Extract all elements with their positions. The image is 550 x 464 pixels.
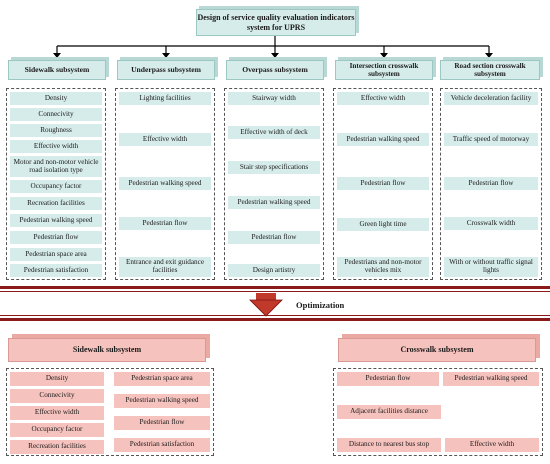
indicator-item: Pedestrian flow xyxy=(10,231,102,244)
indicator-item: Lighting facilities xyxy=(119,92,211,105)
indicator-item: Pedestrian walking speed xyxy=(337,133,429,146)
indicator-item: Pedestrian walking speed xyxy=(228,196,320,209)
optimized-indicator-item: Effective width xyxy=(10,406,104,420)
indicator-item: Occupancy factor xyxy=(10,180,102,193)
optimized-sidewalk-header: Sidewalk subsystem xyxy=(8,338,206,362)
optimized-indicator-item: Pedestrian satisfaction xyxy=(114,438,210,452)
indicator-item: Crosswalk width xyxy=(444,217,538,230)
indicator-item: Design artistry xyxy=(228,264,320,277)
indicator-item: Effective width xyxy=(119,133,211,146)
indicator-item: Effective width xyxy=(337,92,429,105)
indicator-item: Pedestrian satisfaction xyxy=(10,264,102,277)
indicator-item: Pedestrian walking speed xyxy=(10,214,102,227)
optimized-sidewalk-frame xyxy=(6,368,214,456)
optimized-indicator-item: Distance to nearest bus stop xyxy=(337,438,441,452)
overpass-items-frame xyxy=(224,88,324,280)
subsystem-header-overpass: Overpass subsystem xyxy=(226,60,324,80)
optimized-indicator-item: Recreation facilities xyxy=(10,440,104,454)
indicator-item: Stairway width xyxy=(228,92,320,105)
indicator-item: Pedestrian flow xyxy=(337,177,429,190)
optimized-indicator-item: Adjacent facilities distance xyxy=(337,405,441,419)
indicator-item: Effective width of deck xyxy=(228,126,320,139)
indicator-item: Connecivity xyxy=(10,108,102,121)
road-section-items-frame xyxy=(440,88,542,280)
optimized-indicator-item: Connecivity xyxy=(10,389,104,403)
indicator-item: Traffic speed of motorway xyxy=(444,133,538,146)
optimized-indicator-item: Pedestrian flow xyxy=(114,416,210,430)
indicator-item: Roughness xyxy=(10,124,102,137)
indicator-item: Stair step specifications xyxy=(228,161,320,174)
optimized-crosswalk-frame xyxy=(333,368,543,456)
upper-separator-band xyxy=(0,286,550,289)
sidewalk-items-frame xyxy=(6,88,106,280)
optimized-indicator-item: Occupancy factor xyxy=(10,423,104,437)
indicator-item: Pedestrian flow xyxy=(228,231,320,244)
optimized-indicator-item: Pedestrian walking speed xyxy=(443,372,539,386)
optimized-indicator-item: Density xyxy=(10,372,104,386)
indicator-item: With or without traffic signal lights xyxy=(444,257,538,277)
indicator-item: Recreation facilities xyxy=(10,197,102,210)
upper-separator-band-thin xyxy=(0,291,550,292)
indicator-item: Pedestrian walking speed xyxy=(119,177,211,190)
indicator-item: Pedestrian flow xyxy=(444,177,538,190)
subsystem-header-underpass: Underpass subsystem xyxy=(117,60,215,80)
underpass-items-frame xyxy=(115,88,215,280)
indicator-item: Pedestrian space area xyxy=(10,248,102,261)
indicator-item: Density xyxy=(10,92,102,105)
lower-separator-band xyxy=(0,318,550,321)
subsystem-header-sidewalk: Sidewalk subsystem xyxy=(8,60,106,80)
optimized-indicator-item: Effective width xyxy=(445,438,539,452)
lower-separator-band-thin xyxy=(0,315,550,316)
title-text: Design of service quality evaluation ind… xyxy=(197,13,355,32)
subsystem-header-road-section: Road section crosswalk subsystem xyxy=(440,60,540,80)
indicator-item: Effective width xyxy=(10,140,102,153)
optimized-indicator-item: Pedestrian walking speed xyxy=(114,394,210,408)
title-box: Design of service quality evaluation ind… xyxy=(196,9,356,36)
optimized-crosswalk-header: Crosswalk subsystem xyxy=(338,338,536,362)
indicator-item: Motor and non-motor vehicle road isolati… xyxy=(10,156,102,177)
indicator-item: Pedestrians and non-motor vehicles mix xyxy=(337,257,429,277)
indicator-item: Entrance and exit guidance facilities xyxy=(119,257,211,277)
optimized-indicator-item: Pedestrian space area xyxy=(114,372,210,386)
indicator-item: Green light time xyxy=(337,218,429,231)
intersection-items-frame xyxy=(333,88,433,280)
indicator-item: Pedestrian flow xyxy=(119,217,211,230)
subsystem-header-intersection: Intersection crosswalk subsystem xyxy=(335,60,433,80)
optimization-label: Optimization xyxy=(296,300,345,310)
optimized-indicator-item: Pedestrian flow xyxy=(337,372,439,386)
indicator-item: Vehicle deceleration facility xyxy=(444,92,538,105)
